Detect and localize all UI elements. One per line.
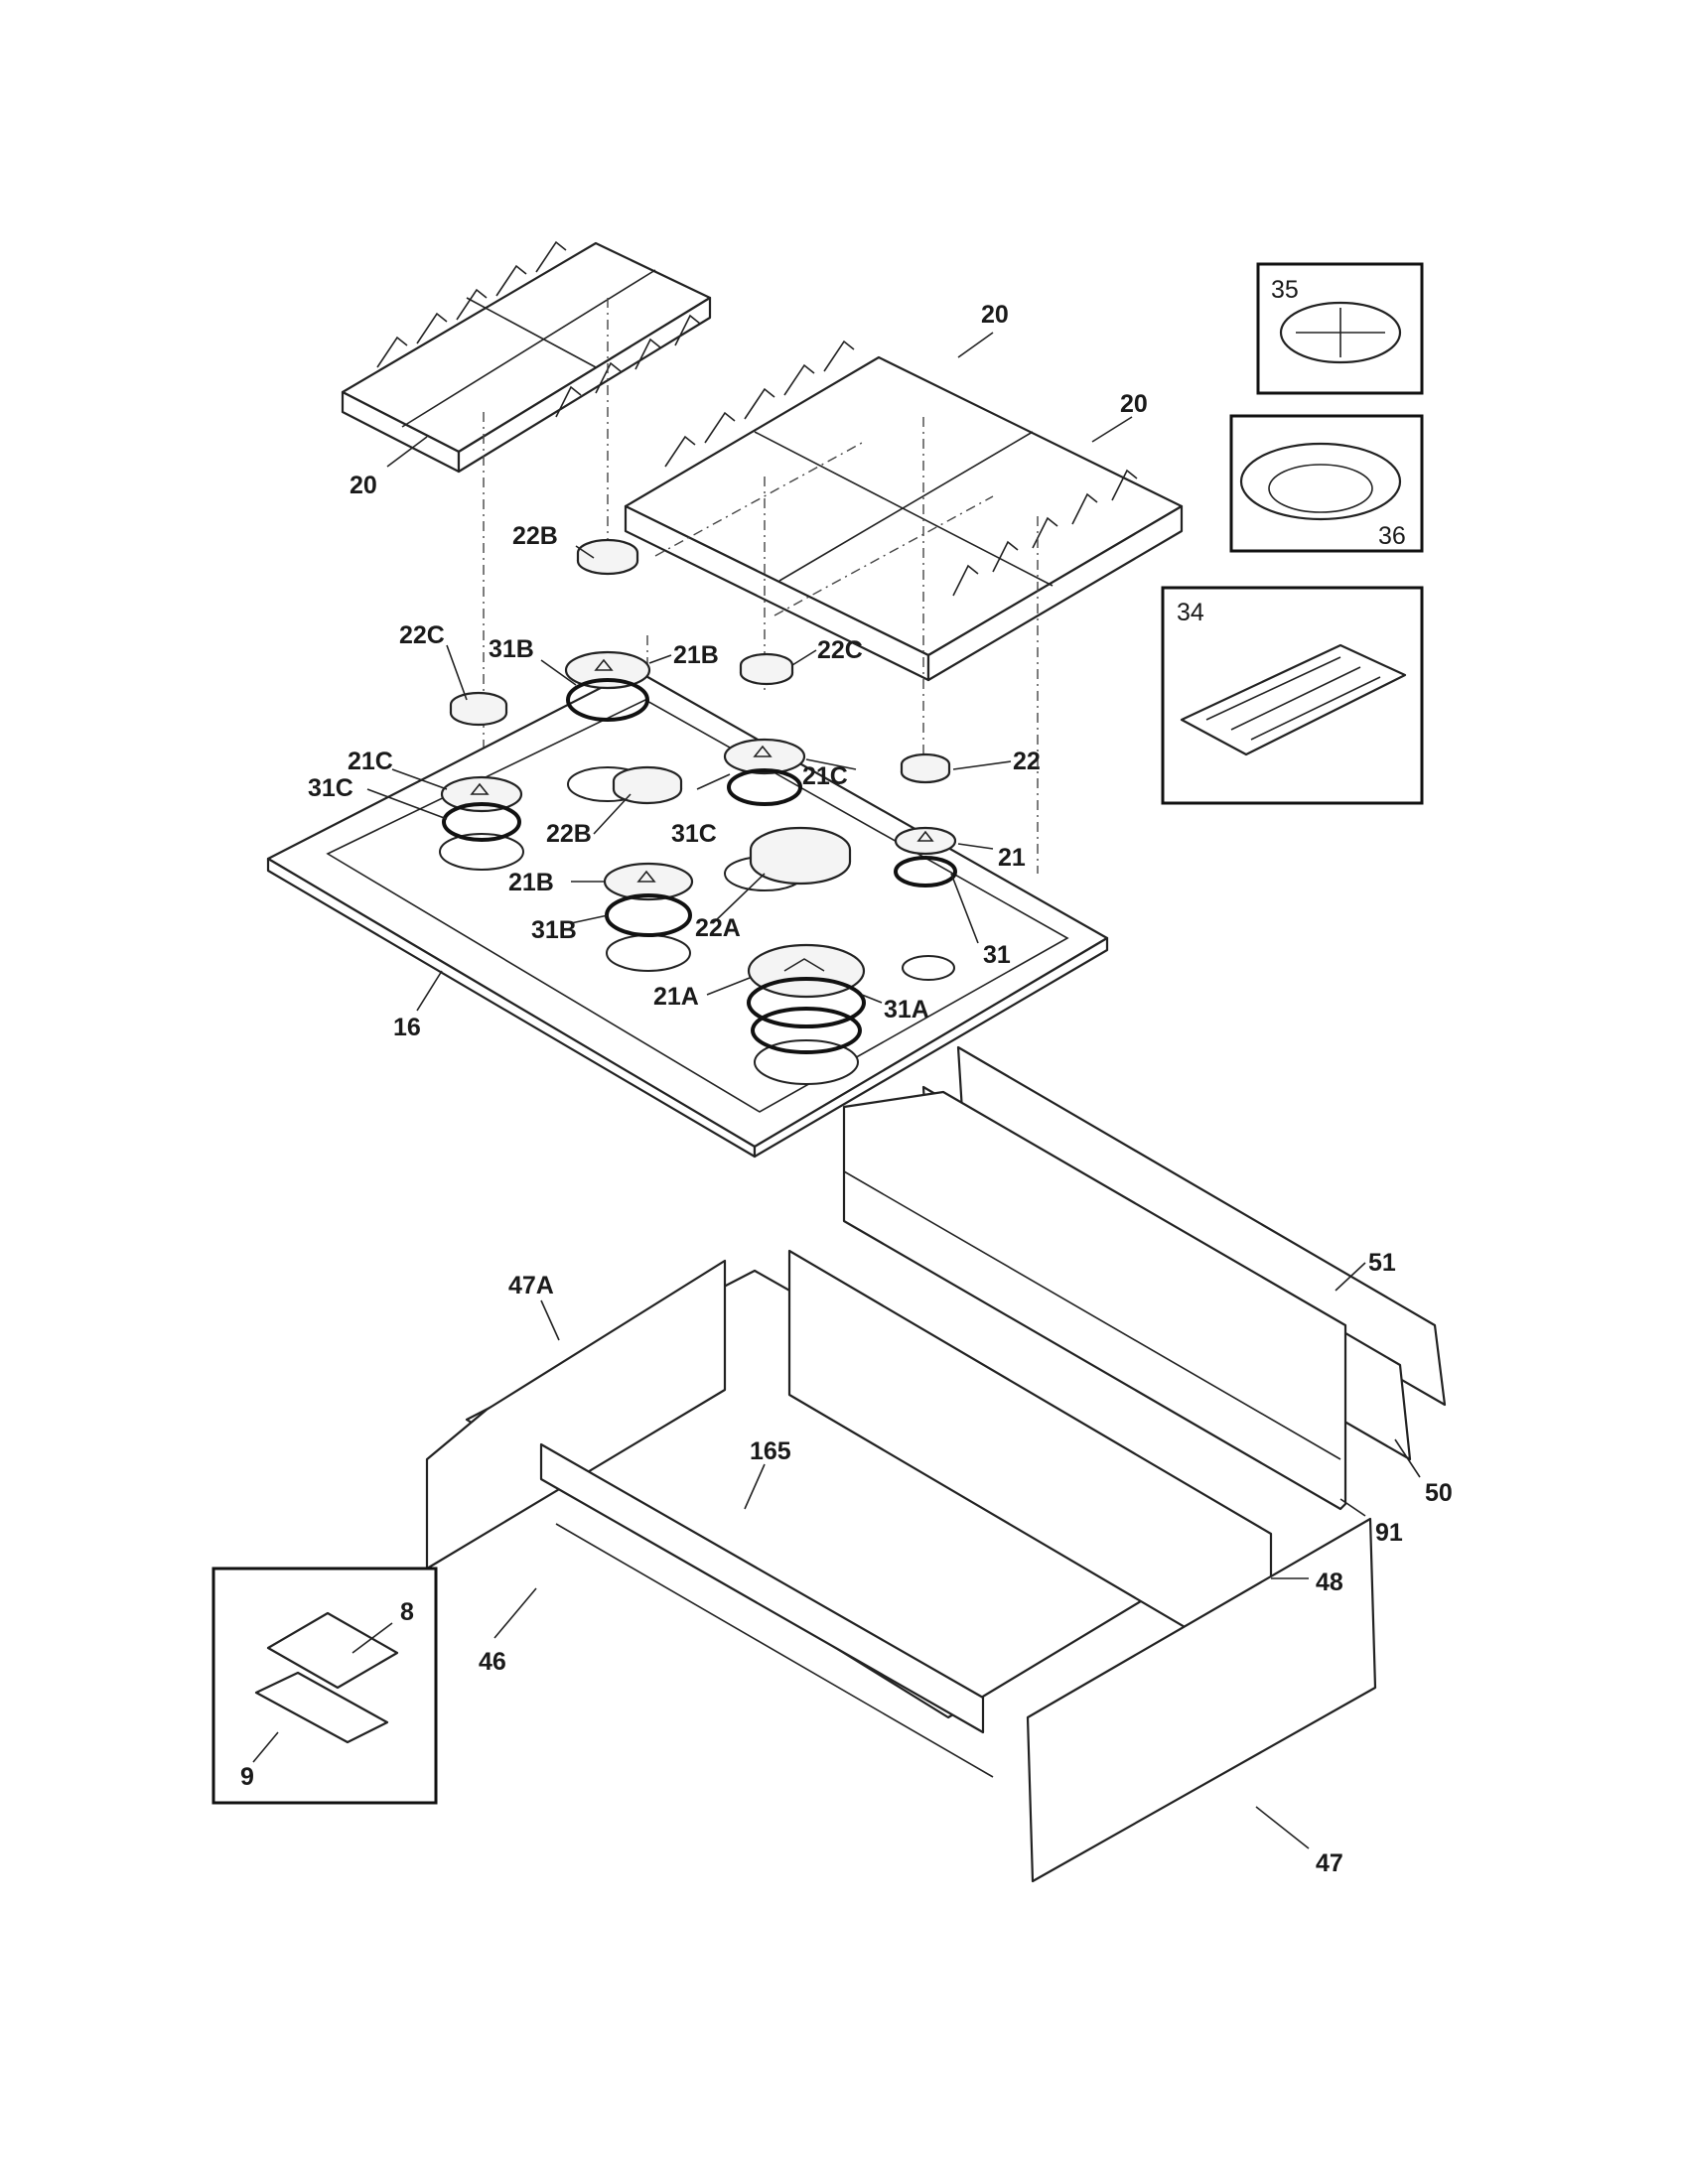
label-9: 9 — [240, 1763, 254, 1791]
burner-parts — [440, 538, 957, 1054]
accessory-35-box — [1256, 262, 1424, 395]
label-16: 16 — [393, 1014, 421, 1041]
label-8: 8 — [400, 1598, 414, 1626]
label-21C-left: 21C — [348, 748, 393, 775]
label-31: 31 — [983, 941, 1011, 969]
label-31A: 31A — [884, 996, 929, 1024]
spark-module-inset — [211, 1567, 438, 1805]
label-20-top: 20 — [981, 301, 1009, 329]
label-21B-top: 21B — [673, 641, 719, 669]
label-35: 35 — [1271, 276, 1299, 304]
label-22C-left: 22C — [399, 621, 445, 649]
label-31B-low: 31B — [531, 916, 577, 944]
label-22B-top: 22B — [512, 522, 558, 550]
left-grate — [341, 240, 712, 474]
label-46: 46 — [479, 1648, 506, 1676]
label-36: 36 — [1378, 522, 1406, 550]
right-grate — [624, 340, 1184, 682]
label-21C-right: 21C — [802, 762, 848, 790]
label-91: 91 — [1375, 1519, 1403, 1547]
label-47: 47 — [1316, 1849, 1343, 1877]
label-21A: 21A — [653, 983, 699, 1011]
label-20-left: 20 — [350, 472, 377, 499]
label-21: 21 — [998, 844, 1026, 872]
label-48: 48 — [1316, 1569, 1343, 1596]
accessory-34-box — [1161, 586, 1424, 805]
label-165: 165 — [750, 1437, 791, 1465]
label-22B-mid: 22B — [546, 820, 592, 848]
label-34: 34 — [1177, 599, 1204, 626]
leader-lines — [252, 332, 1421, 1849]
label-20-right: 20 — [1120, 390, 1148, 418]
label-47A: 47A — [508, 1272, 554, 1299]
label-31B-top: 31B — [489, 635, 534, 663]
label-21B-low: 21B — [508, 869, 554, 896]
label-22A: 22A — [695, 914, 741, 942]
back-panels — [842, 1045, 1447, 1511]
accessory-36-box — [1229, 414, 1424, 553]
label-51: 51 — [1368, 1249, 1396, 1277]
label-31C-right: 31C — [671, 820, 717, 848]
label-22: 22 — [1013, 748, 1041, 775]
label-50: 50 — [1425, 1479, 1453, 1507]
label-22C-right: 22C — [817, 636, 863, 664]
label-31C-left: 31C — [308, 774, 353, 802]
chassis — [425, 1249, 1377, 1883]
callout-labels: 20 20 20 22B 22C 31B 21B 22C 21C 31C 21C… — [240, 276, 1453, 1877]
